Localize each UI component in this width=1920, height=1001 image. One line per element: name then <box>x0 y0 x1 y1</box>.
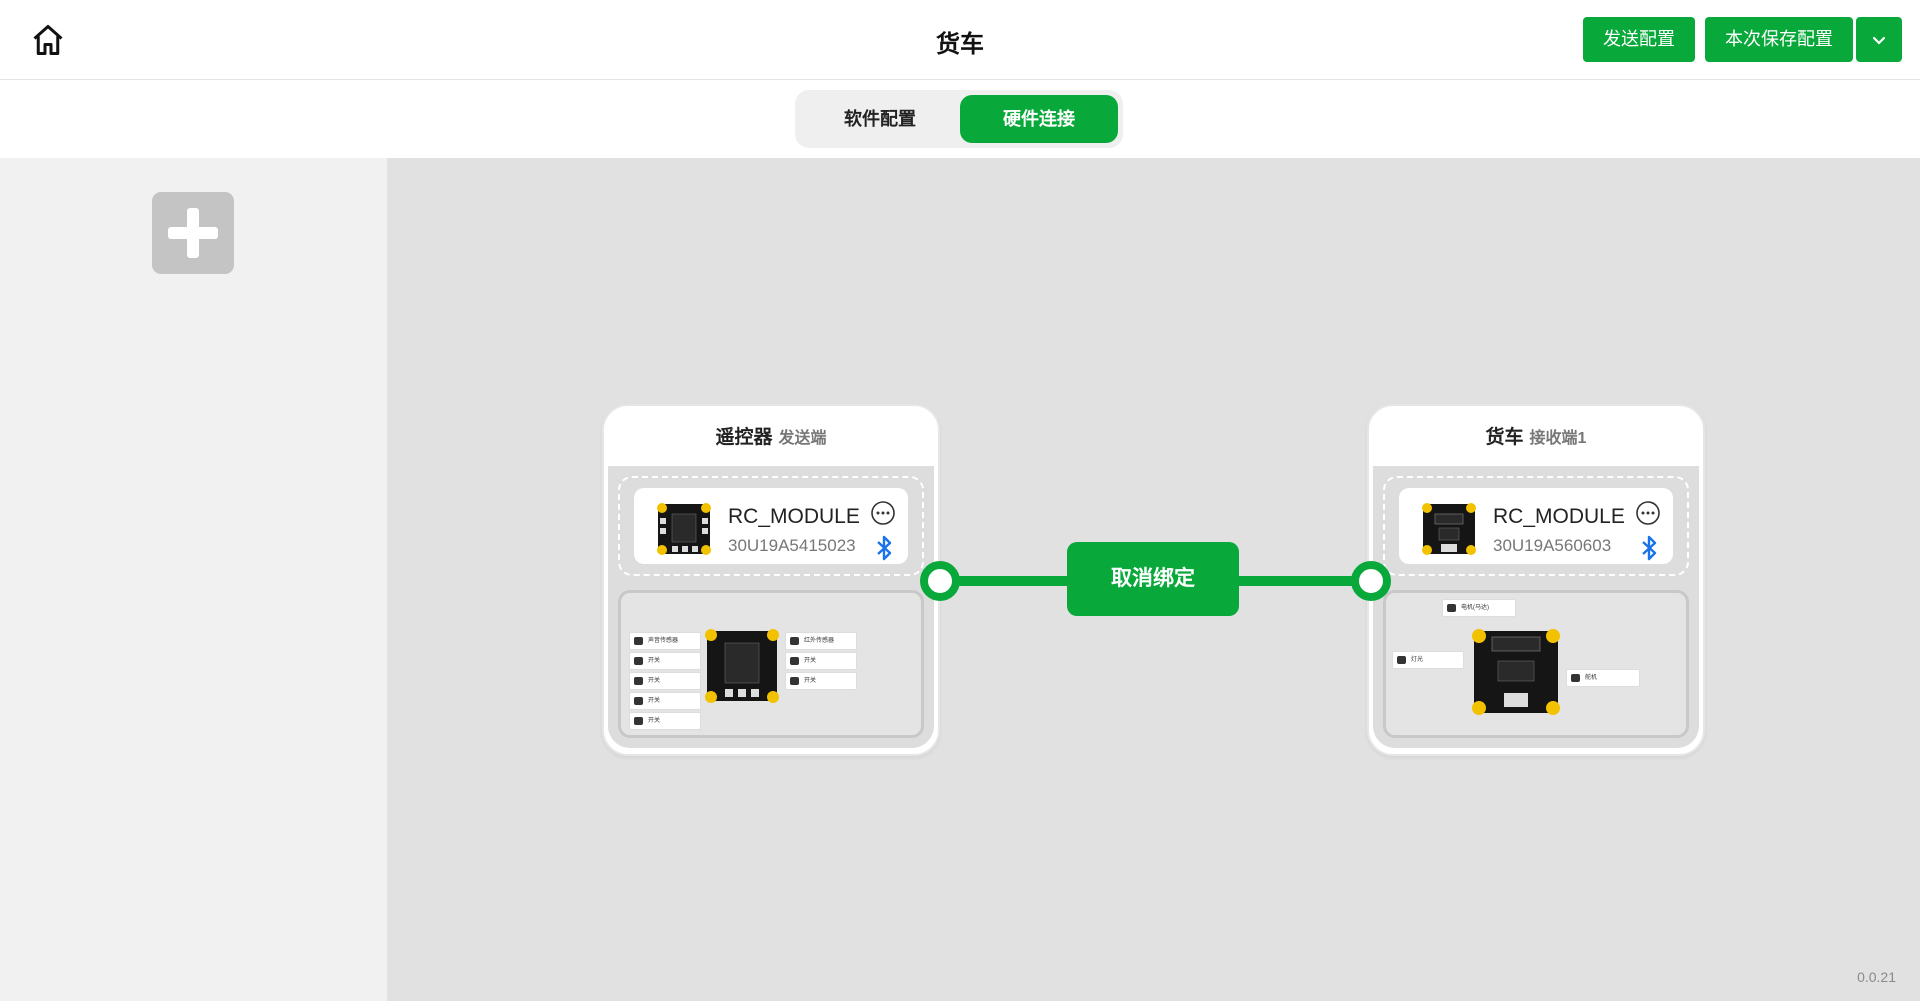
sensor-icon <box>634 697 643 705</box>
receiver-card-header: 货车接收端1 <box>1369 422 1703 449</box>
rc-module-board-image <box>1422 503 1476 555</box>
receiver-module-slot: RC_MODULE 30U19A560603 <box>1383 476 1689 576</box>
sensor-icon <box>1447 604 1456 612</box>
wiring-label: 开关 <box>629 672 701 690</box>
sensor-icon <box>634 717 643 725</box>
sender-role: 发送端 <box>778 430 827 447</box>
more-icon[interactable] <box>870 500 896 526</box>
sensor-icon <box>634 637 643 645</box>
sensor-icon <box>1571 674 1580 682</box>
receiver-role: 接收端1 <box>1529 430 1587 447</box>
wiring-label: 开关 <box>629 652 701 670</box>
wiring-label: 红外传感器 <box>785 632 857 650</box>
sender-card-header: 遥控器发送端 <box>604 422 938 449</box>
sensor-icon <box>634 657 643 665</box>
unbind-button[interactable]: 取消绑定 <box>1067 542 1239 616</box>
wiring-label: 开关 <box>785 652 857 670</box>
receiver-card-body: RC_MODULE 30U19A560603 电机(马达) 灯光 <box>1373 466 1699 748</box>
sender-board-image <box>705 629 779 703</box>
sender-module-name: RC_MODULE <box>728 505 860 528</box>
wiring-label: 灯光 <box>1392 651 1464 669</box>
tab-hardware-connection[interactable]: 硬件连接 <box>960 95 1118 143</box>
wiring-label: 开关 <box>785 672 857 690</box>
receiver-module[interactable]: RC_MODULE 30U19A560603 <box>1399 488 1673 564</box>
rc-module-board-image <box>657 503 711 555</box>
sender-connection-node[interactable] <box>920 561 960 601</box>
receiver-connection-node[interactable] <box>1351 561 1391 601</box>
save-config-button[interactable]: 本次保存配置 <box>1705 17 1853 62</box>
wiring-label: 舵机 <box>1566 669 1640 687</box>
mode-switch: 软件配置 硬件连接 <box>795 90 1123 148</box>
sidebar <box>0 158 387 1001</box>
receiver-title: 货车 <box>1485 427 1524 448</box>
receiver-module-name: RC_MODULE <box>1493 505 1625 528</box>
sender-module[interactable]: RC_MODULE 30U19A5415023 <box>634 488 908 564</box>
sensor-icon <box>790 637 799 645</box>
connection-canvas: 遥控器发送端 RC_MODULE 30U19A5415023 <box>387 158 1920 1001</box>
bluetooth-icon <box>1642 535 1657 561</box>
receiver-board-image <box>1472 629 1560 715</box>
receiver-module-id: 30U19A560603 <box>1493 536 1612 555</box>
wiring-label: 电机(马达) <box>1442 599 1516 617</box>
more-icon[interactable] <box>1635 500 1661 526</box>
sender-module-id: 30U19A5415023 <box>728 536 856 555</box>
top-header: 货车 发送配置 本次保存配置 <box>0 0 1920 80</box>
bluetooth-icon <box>877 535 892 561</box>
sender-card-body: RC_MODULE 30U19A5415023 声音传感器 开关 开关 开关 <box>608 466 934 748</box>
tab-bar: 软件配置 硬件连接 <box>0 81 1920 158</box>
receiver-wiring-diagram: 电机(马达) 灯光 舵机 <box>1383 590 1689 738</box>
send-config-button[interactable]: 发送配置 <box>1583 17 1695 62</box>
tab-software-config[interactable]: 软件配置 <box>844 109 916 129</box>
save-options-dropdown[interactable] <box>1856 17 1902 62</box>
sender-title: 遥控器 <box>715 427 773 448</box>
sensor-icon <box>790 657 799 665</box>
sensor-icon <box>790 677 799 685</box>
sensor-icon <box>1397 656 1406 664</box>
chevron-down-icon <box>1872 36 1886 45</box>
wiring-label: 开关 <box>629 712 701 730</box>
add-device-button[interactable] <box>152 192 234 274</box>
sender-wiring-diagram: 声音传感器 开关 开关 开关 红外传感器 开关 开关 开关 <box>618 590 924 738</box>
version-label: 0.0.21 <box>1857 969 1896 985</box>
sender-module-slot: RC_MODULE 30U19A5415023 <box>618 476 924 576</box>
home-icon[interactable] <box>30 22 66 58</box>
receiver-card[interactable]: 货车接收端1 RC_MODULE 30U19A560603 <box>1367 404 1705 756</box>
wiring-label: 声音传感器 <box>629 632 701 650</box>
sender-card[interactable]: 遥控器发送端 RC_MODULE 30U19A5415023 <box>602 404 940 756</box>
wiring-label: 开关 <box>629 692 701 710</box>
sensor-icon <box>634 677 643 685</box>
